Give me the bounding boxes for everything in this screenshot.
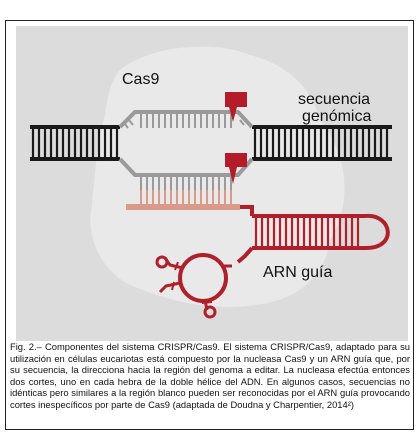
genomic-dna-left: [30, 125, 120, 161]
cut-marker-bottom: [225, 153, 247, 184]
cut-marker-top: [225, 92, 247, 122]
genomic-sequence-label-line2: genómica: [302, 108, 371, 125]
cas9-label: Cas9: [122, 71, 159, 88]
rna-dna-pairing: [126, 190, 240, 210]
guide-rna-label: ARN guía: [263, 264, 332, 281]
genomic-sequence-label-line1: secuencia: [298, 91, 370, 108]
genomic-dna-right: [252, 125, 392, 161]
figure-caption: Fig. 2.– Componentes del sistema CRISPR/…: [10, 341, 410, 410]
guide-rna: [155, 205, 390, 319]
